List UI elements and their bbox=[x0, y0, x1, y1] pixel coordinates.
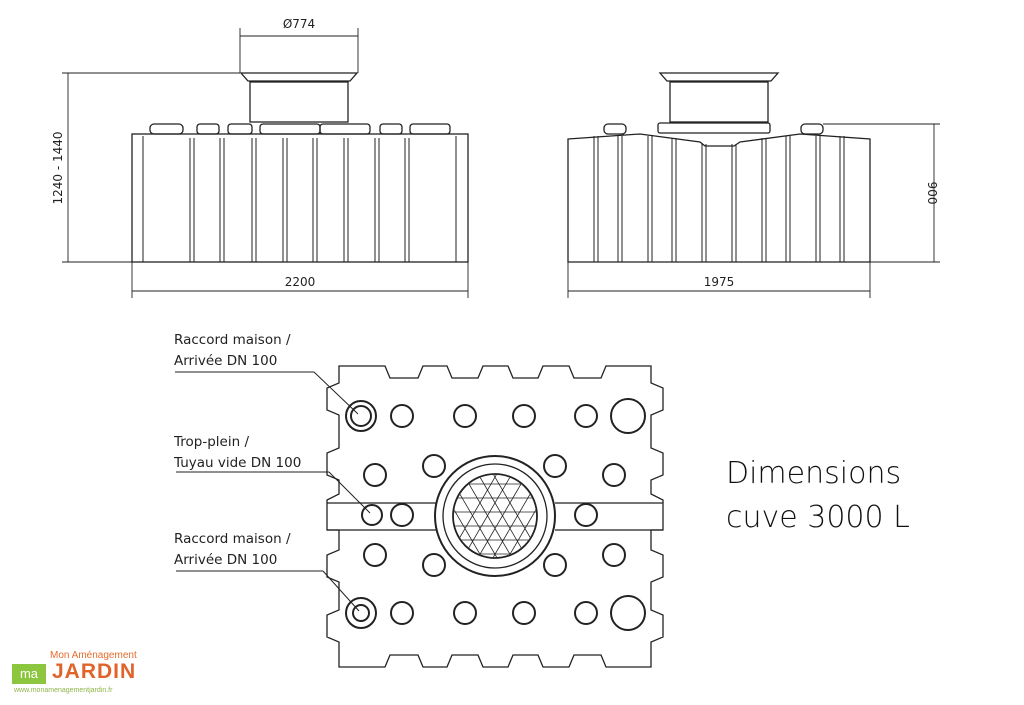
front-width-label: 2200 bbox=[285, 275, 316, 289]
callout-house-inlet-top: Raccord maison / Arrivée DN 100 bbox=[174, 330, 291, 372]
page-title: Dimensions cuve 3000 L bbox=[726, 452, 910, 540]
callout-line2: Arrivée DN 100 bbox=[174, 353, 278, 369]
callout-house-inlet-bottom: Raccord maison / Arrivée DN 100 bbox=[174, 529, 291, 571]
side-width-label: 1975 bbox=[704, 275, 735, 289]
callout-line1: Raccord maison / bbox=[174, 332, 291, 348]
side-height-label: 900 bbox=[925, 182, 939, 205]
title-line1: Dimensions bbox=[726, 456, 902, 491]
top-view bbox=[175, 365, 664, 668]
brand-logo: ma Mon Aménagement JARDIN www.monamenage… bbox=[12, 650, 147, 700]
title-line2: cuve 3000 L bbox=[726, 500, 910, 535]
logo-badge-icon: ma bbox=[12, 664, 46, 684]
front-height-label: 1240 - 1440 bbox=[51, 131, 65, 204]
logo-tagline: Mon Aménagement bbox=[50, 650, 137, 661]
callout-overflow: Trop-plein / Tuyau vide DN 100 bbox=[174, 432, 301, 474]
side-view bbox=[567, 72, 940, 298]
callout-line2: Tuyau vide DN 100 bbox=[174, 455, 302, 471]
dome-diameter-label: Ø774 bbox=[283, 17, 315, 31]
logo-url: www.monamenagementjardin.fr bbox=[14, 687, 113, 694]
logo-wordmark: JARDIN bbox=[52, 660, 137, 683]
callout-line1: Trop-plein / bbox=[174, 434, 249, 450]
front-view bbox=[62, 28, 469, 298]
callout-line2: Arrivée DN 100 bbox=[174, 552, 278, 568]
callout-line1: Raccord maison / bbox=[174, 531, 291, 547]
